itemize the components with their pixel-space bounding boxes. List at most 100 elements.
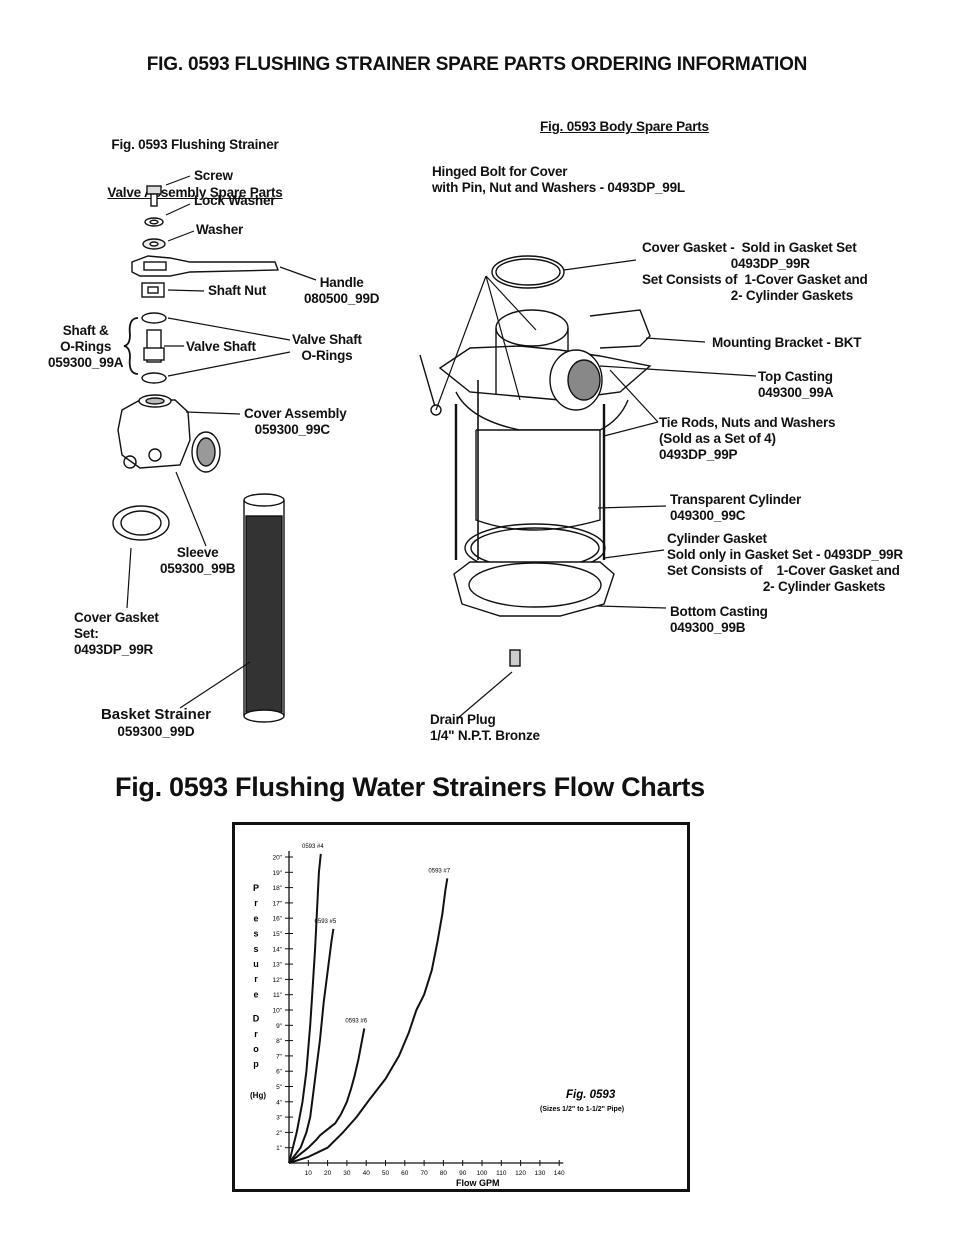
sleeve-label: Sleeve 059300_99B: [160, 545, 236, 576]
lock-washer-drawing: [144, 217, 164, 227]
y-tick-label: 6": [276, 1069, 283, 1076]
y-label-letter: u: [253, 959, 259, 969]
valve-shaft-label: Valve Shaft: [186, 339, 256, 354]
y-tick-label: 12": [272, 977, 282, 984]
y-label-letter: s: [253, 929, 258, 939]
x-tick-label: 50: [382, 1170, 390, 1177]
x-tick-label: 110: [496, 1170, 507, 1177]
basket-strainer-part: 059300_99D: [117, 724, 195, 739]
body-leader-lines: [435, 259, 757, 719]
y-tick-label: 17": [272, 900, 282, 907]
cover-assembly-label: Cover Assembly 059300_99C: [244, 406, 347, 437]
lock-washer-label: Lock Washer: [194, 193, 276, 208]
series-label-2: 0593 #5: [315, 919, 337, 925]
y-tick-label: 9": [276, 1023, 283, 1030]
valve-section-title-line1: Fig. 0593 Flushing Strainer: [111, 137, 279, 152]
y-tick-label: 19": [272, 870, 282, 877]
x-tick-label: 10: [305, 1170, 313, 1177]
y-tick-label: 10": [272, 1008, 282, 1015]
cover-gasket-set-label: Cover Gasket Set: 0493DP_99R: [74, 610, 159, 657]
y-tick-label: 14": [272, 946, 282, 953]
chart-section-title: Fig. 0593 Flushing Water Strainers Flow …: [115, 772, 705, 802]
cover-assembly-drawing: [117, 394, 221, 473]
x-tick-label: 120: [515, 1170, 526, 1177]
y-tick-label: 4": [276, 1099, 283, 1106]
chart-subtitle: (Sizes 1/2" to 1-1/2" Pipe): [540, 1106, 624, 1113]
cover-gasket-label: Cover Gasket - Sold in Gasket Set 0493DP…: [642, 240, 868, 303]
top-casting-label: Top Casting 049300_99A: [758, 369, 834, 400]
valve-shaft-drawing: [143, 329, 165, 363]
mounting-bracket-label: Mounting Bracket - BKT: [712, 335, 862, 350]
y-tick-label: 5": [276, 1084, 283, 1091]
bottom-casting-label: Bottom Casting 049300_99B: [670, 604, 768, 635]
lower-oring-drawing: [141, 372, 167, 384]
series-label-4: 0593 #7: [428, 868, 450, 874]
y-tick-label: 1": [276, 1145, 283, 1152]
page-title: FIG. 0593 FLUSHING STRAINER SPARE PARTS …: [146, 54, 808, 75]
strainer-body-drawing: [419, 255, 652, 667]
chart-frame: [232, 822, 690, 1192]
x-tick-label: 100: [477, 1170, 488, 1177]
x-tick-label: 20: [324, 1170, 332, 1177]
y-tick-label: 20": [272, 855, 282, 862]
y-tick-label: 18": [272, 885, 282, 892]
body-section-title: Fig. 0593 Body Spare Parts: [540, 119, 709, 134]
cylinder-gasket-label: Cylinder Gasket Sold only in Gasket Set …: [667, 531, 903, 594]
y-label-letter: o: [253, 1044, 259, 1054]
series-line-3: [288, 1028, 366, 1164]
x-tick-label: 40: [363, 1170, 371, 1177]
y-tick-label: 11": [273, 992, 283, 999]
series-label-1: 0593 #4: [302, 844, 324, 850]
drain-plug-label: Drain Plug 1/4" N.P.T. Bronze: [430, 712, 540, 743]
y-tick-label: 3": [276, 1115, 283, 1122]
x-tick-label: 70: [420, 1170, 428, 1177]
x-tick-label: 130: [534, 1170, 545, 1177]
valve-section-title-line2: Valve Assembly Spare Parts: [107, 185, 283, 200]
y-tick-label: 7": [276, 1053, 283, 1060]
screw-label: Screw: [194, 168, 233, 183]
chart-axes: 1" 2" 3" 4" 5" 6" 7" 8" 9" 10" 11" 12" 13" 14" 15" 16" 1…: [272, 851, 565, 1177]
x-tick-label: 80: [440, 1170, 448, 1177]
tie-rods-label: Tie Rods, Nuts and Washers (Sold as a Se…: [659, 415, 836, 462]
y-label-letter: r: [254, 898, 258, 908]
basket-strainer-name: Basket Strainer: [100, 706, 212, 723]
y-tick-label: 2": [276, 1130, 283, 1137]
chart-series: 0593 #4 0593 #5 0593 #6 0593 #7: [288, 844, 451, 1164]
series-label-3: 0593 #6: [345, 1018, 367, 1024]
basket-strainer-label: Basket Strainer 059300_99D: [100, 706, 212, 740]
valve-section-title: Fig. 0593 Flushing Strainer Valve Assemb…: [100, 105, 290, 217]
washer-label: Washer: [196, 222, 244, 237]
y-label-letter: P: [253, 883, 259, 893]
y-label-letter: r: [254, 1029, 258, 1039]
y-tick-label: 13": [272, 962, 282, 969]
y-tick-label: 8": [276, 1038, 283, 1045]
x-tick-label: 30: [343, 1170, 351, 1177]
shaft-orings-label: Shaft & O-Rings 059300_99A: [48, 323, 124, 370]
flow-chart: 1" 2" 3" 4" 5" 6" 7" 8" 9" 10" 11" 12" 13" 14" 15" 16" 1…: [232, 822, 690, 1192]
series-line-1: [288, 853, 322, 1164]
parts-diagram: [112, 175, 757, 723]
handle-label: Handle 080500_99D: [304, 275, 380, 306]
washer-drawing: [142, 238, 166, 250]
x-tick-label: 90: [459, 1170, 467, 1177]
hinged-bolt-label: Hinged Bolt for Cover with Pin, Nut and …: [432, 164, 685, 195]
y-tick-label: 15": [272, 931, 282, 938]
y-label-letter: e: [253, 913, 258, 923]
x-axis-label: Flow GPM: [456, 1178, 500, 1188]
x-tick-label: 140: [554, 1170, 565, 1177]
upper-oring-drawing: [141, 312, 167, 324]
screw-drawing: [146, 185, 162, 207]
chart-title: Fig. 0593: [566, 1089, 616, 1101]
shaft-nut-drawing: [141, 282, 165, 298]
y-tick-label: 16": [272, 916, 282, 923]
y-label-letter: r: [254, 974, 258, 984]
valve-leader-lines: [126, 175, 317, 709]
shaft-nut-label: Shaft Nut: [208, 283, 267, 298]
y-label-letter: D: [253, 1014, 260, 1024]
transparent-cylinder-label: Transparent Cylinder 049300_99C: [670, 492, 802, 523]
x-tick-label: 60: [401, 1170, 409, 1177]
handle-drawing: [131, 255, 280, 277]
basket-strainer-drawing: [243, 493, 285, 723]
series-line-4: [288, 878, 449, 1164]
